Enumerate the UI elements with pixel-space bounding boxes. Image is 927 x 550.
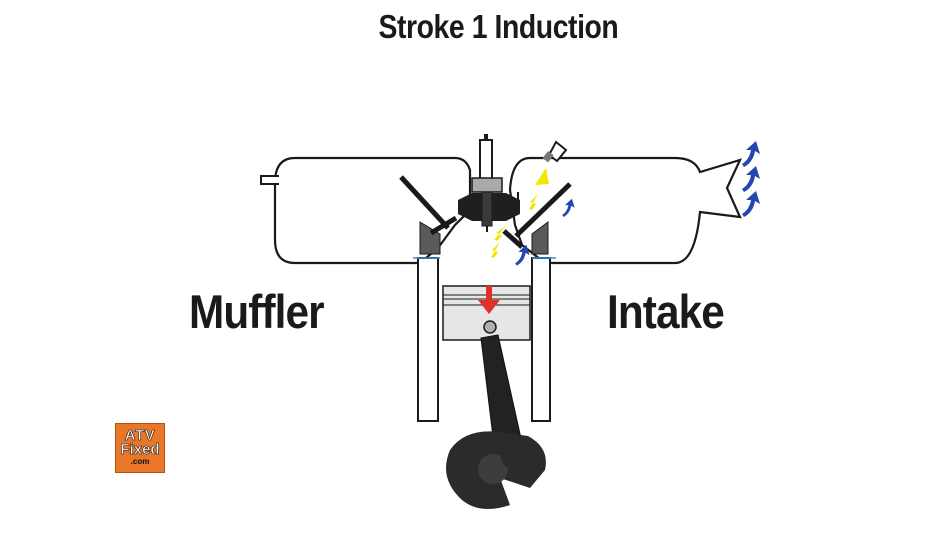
spark-plug bbox=[458, 134, 520, 232]
intake-label: Intake bbox=[607, 285, 725, 338]
intake-valve bbox=[502, 182, 572, 249]
muffler-label: Muffler bbox=[189, 285, 325, 338]
diagram-title: Stroke 1 Induction bbox=[378, 8, 619, 45]
logo-line-2: Fixed bbox=[120, 441, 160, 458]
crankshaft bbox=[446, 431, 546, 509]
fuel-injector bbox=[542, 140, 568, 163]
logo-line-1: ATV bbox=[124, 427, 156, 444]
atv-fixed-logo: ATV Fixed .com bbox=[115, 423, 165, 473]
fuel-spray-icons bbox=[491, 168, 549, 258]
piston-down-arrow-icon bbox=[478, 286, 500, 314]
exhaust-valve bbox=[399, 175, 458, 236]
logo-line-3: .com bbox=[130, 457, 150, 466]
